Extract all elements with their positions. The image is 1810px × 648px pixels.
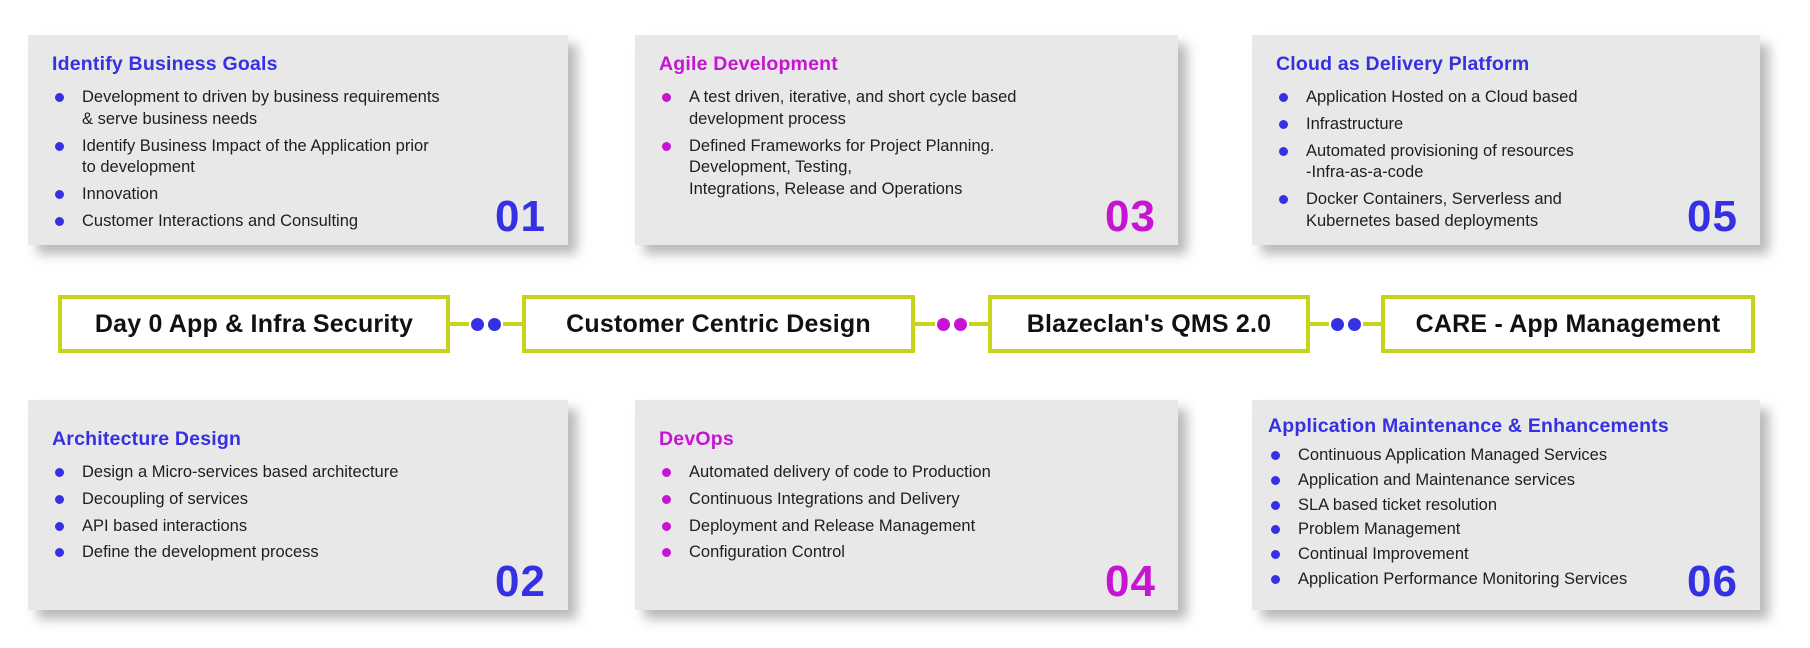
- bullet-item: Continual Improvement: [1268, 544, 1744, 566]
- connector-dot-icon: [953, 317, 967, 331]
- card-cloud-as-delivery-platform: Cloud as Delivery Platform Application H…: [1252, 35, 1760, 245]
- connector-line: [503, 322, 522, 326]
- bullet-list: Development to driven by business requir…: [52, 87, 544, 233]
- bullet-item: Deployment and Release Management: [659, 516, 1154, 538]
- card-number: 04: [1105, 557, 1156, 606]
- bullet-item: A test driven, iterative, and short cycl…: [659, 87, 1154, 131]
- pipeline-connector: [450, 315, 522, 333]
- bullet-item: Application Performance Monitoring Servi…: [1268, 569, 1744, 591]
- pipeline-connector: [1310, 315, 1381, 333]
- bullet-item: Design a Micro-services based architectu…: [52, 462, 544, 484]
- bullet-item: API based interactions: [52, 516, 544, 538]
- connector-dot-icon: [1330, 317, 1344, 331]
- connector-line: [968, 322, 988, 326]
- card-application-maintenance-enhancements: Application Maintenance & Enhancements C…: [1252, 400, 1760, 610]
- bullet-item: Automated delivery of code to Production: [659, 462, 1154, 484]
- card-title: Identify Business Goals: [52, 53, 278, 75]
- card-title: Application Maintenance & Enhancements: [1268, 415, 1669, 437]
- connector-dot-icon: [488, 317, 501, 331]
- card-number: 05: [1687, 192, 1738, 241]
- pipeline-connector: [915, 315, 988, 333]
- card-agile-development: Agile Development A test driven, iterati…: [635, 35, 1178, 245]
- bullet-item: Continuous Integrations and Delivery: [659, 489, 1154, 511]
- pipeline-box-blazeclan-qms: Blazeclan's QMS 2.0: [988, 295, 1310, 353]
- card-number: 02: [495, 557, 546, 606]
- card-devops: DevOps Automated delivery of code to Pro…: [635, 400, 1178, 610]
- bullet-item: Application Hosted on a Cloud based: [1276, 87, 1736, 109]
- card-title: Architecture Design: [52, 428, 242, 450]
- connector-line: [915, 322, 935, 326]
- bullet-item: Docker Containers, Serverless and Kubern…: [1276, 189, 1736, 233]
- card-title: Agile Development: [659, 53, 838, 75]
- bullet-item: Problem Management: [1268, 519, 1744, 541]
- card-identify-business-goals: Identify Business Goals Development to d…: [28, 35, 568, 245]
- bullet-item: Continuous Application Managed Services: [1268, 445, 1744, 467]
- bullet-item: Decoupling of services: [52, 489, 544, 511]
- connector-line: [1362, 322, 1381, 326]
- connector-line: [1310, 322, 1329, 326]
- connector-dot-icon: [471, 317, 484, 331]
- card-title: Cloud as Delivery Platform: [1276, 53, 1530, 75]
- pipeline-box-customer-centric-design: Customer Centric Design: [522, 295, 915, 353]
- card-number: 06: [1687, 557, 1738, 606]
- pipeline-box-care-app-management: CARE - App Management: [1381, 295, 1755, 353]
- card-title: DevOps: [659, 428, 734, 450]
- bullet-item: Configuration Control: [659, 542, 1154, 564]
- bullet-item: Innovation: [52, 184, 544, 206]
- card-number: 01: [495, 192, 546, 241]
- bullet-item: Infrastructure: [1276, 114, 1736, 136]
- card-number: 03: [1105, 192, 1156, 241]
- bullet-item: Defined Frameworks for Project Planning.…: [659, 136, 1154, 201]
- bullet-item: Customer Interactions and Consulting: [52, 211, 544, 233]
- bullet-item: Identify Business Impact of the Applicat…: [52, 136, 544, 180]
- bullet-item: Development to driven by business requir…: [52, 87, 544, 131]
- connector-dot-icon: [936, 317, 950, 331]
- bullet-item: Automated provisioning of resources -Inf…: [1276, 141, 1736, 185]
- bullet-list: Automated delivery of code to Production…: [659, 462, 1154, 564]
- card-architecture-design: Architecture Design Design a Micro-servi…: [28, 400, 568, 610]
- connector-dot-icon: [1347, 317, 1361, 331]
- bullet-item: Define the development process: [52, 542, 544, 564]
- bullet-list: A test driven, iterative, and short cycl…: [659, 87, 1154, 201]
- bullet-list: Design a Micro-services based architectu…: [52, 462, 544, 564]
- pipeline-box-day0-security: Day 0 App & Infra Security: [58, 295, 450, 353]
- bullet-item: Application and Maintenance services: [1268, 470, 1744, 492]
- connector-line: [450, 322, 469, 326]
- bullet-item: SLA based ticket resolution: [1268, 495, 1744, 517]
